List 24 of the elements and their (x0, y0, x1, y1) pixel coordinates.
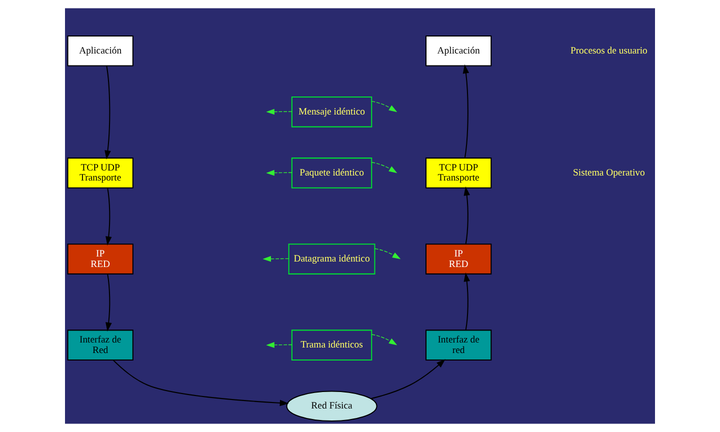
node-box: IP RED (67, 244, 134, 274)
node-box: IP RED (425, 244, 492, 274)
node-box: Paquete idéntico (291, 158, 372, 188)
arrow (464, 272, 470, 330)
node-box: Interfaz de Red (67, 330, 134, 360)
node-box: TCP UDP Transporte (67, 158, 134, 188)
arrow (464, 186, 470, 244)
arrow (462, 64, 470, 158)
node-box: Aplicación (425, 35, 492, 66)
node-box: Datagrama idéntico (288, 244, 376, 274)
arrow (104, 66, 111, 160)
label: Sistema Operativo (573, 168, 645, 179)
arrow (371, 162, 398, 174)
arrow (106, 188, 112, 246)
arrow (106, 274, 112, 332)
node-ellipse: Red Física (286, 390, 378, 422)
node-box: Mensaje idéntico (291, 96, 372, 128)
arrow (112, 360, 289, 406)
node-box: TCP UDP Transporte (425, 158, 492, 188)
node-box: Aplicación (67, 35, 134, 66)
node-box: Trama idénticos (291, 330, 372, 360)
label: Procesos de usuario (570, 45, 648, 56)
node-box: Interfaz de red (425, 330, 492, 360)
arrow (370, 359, 446, 400)
